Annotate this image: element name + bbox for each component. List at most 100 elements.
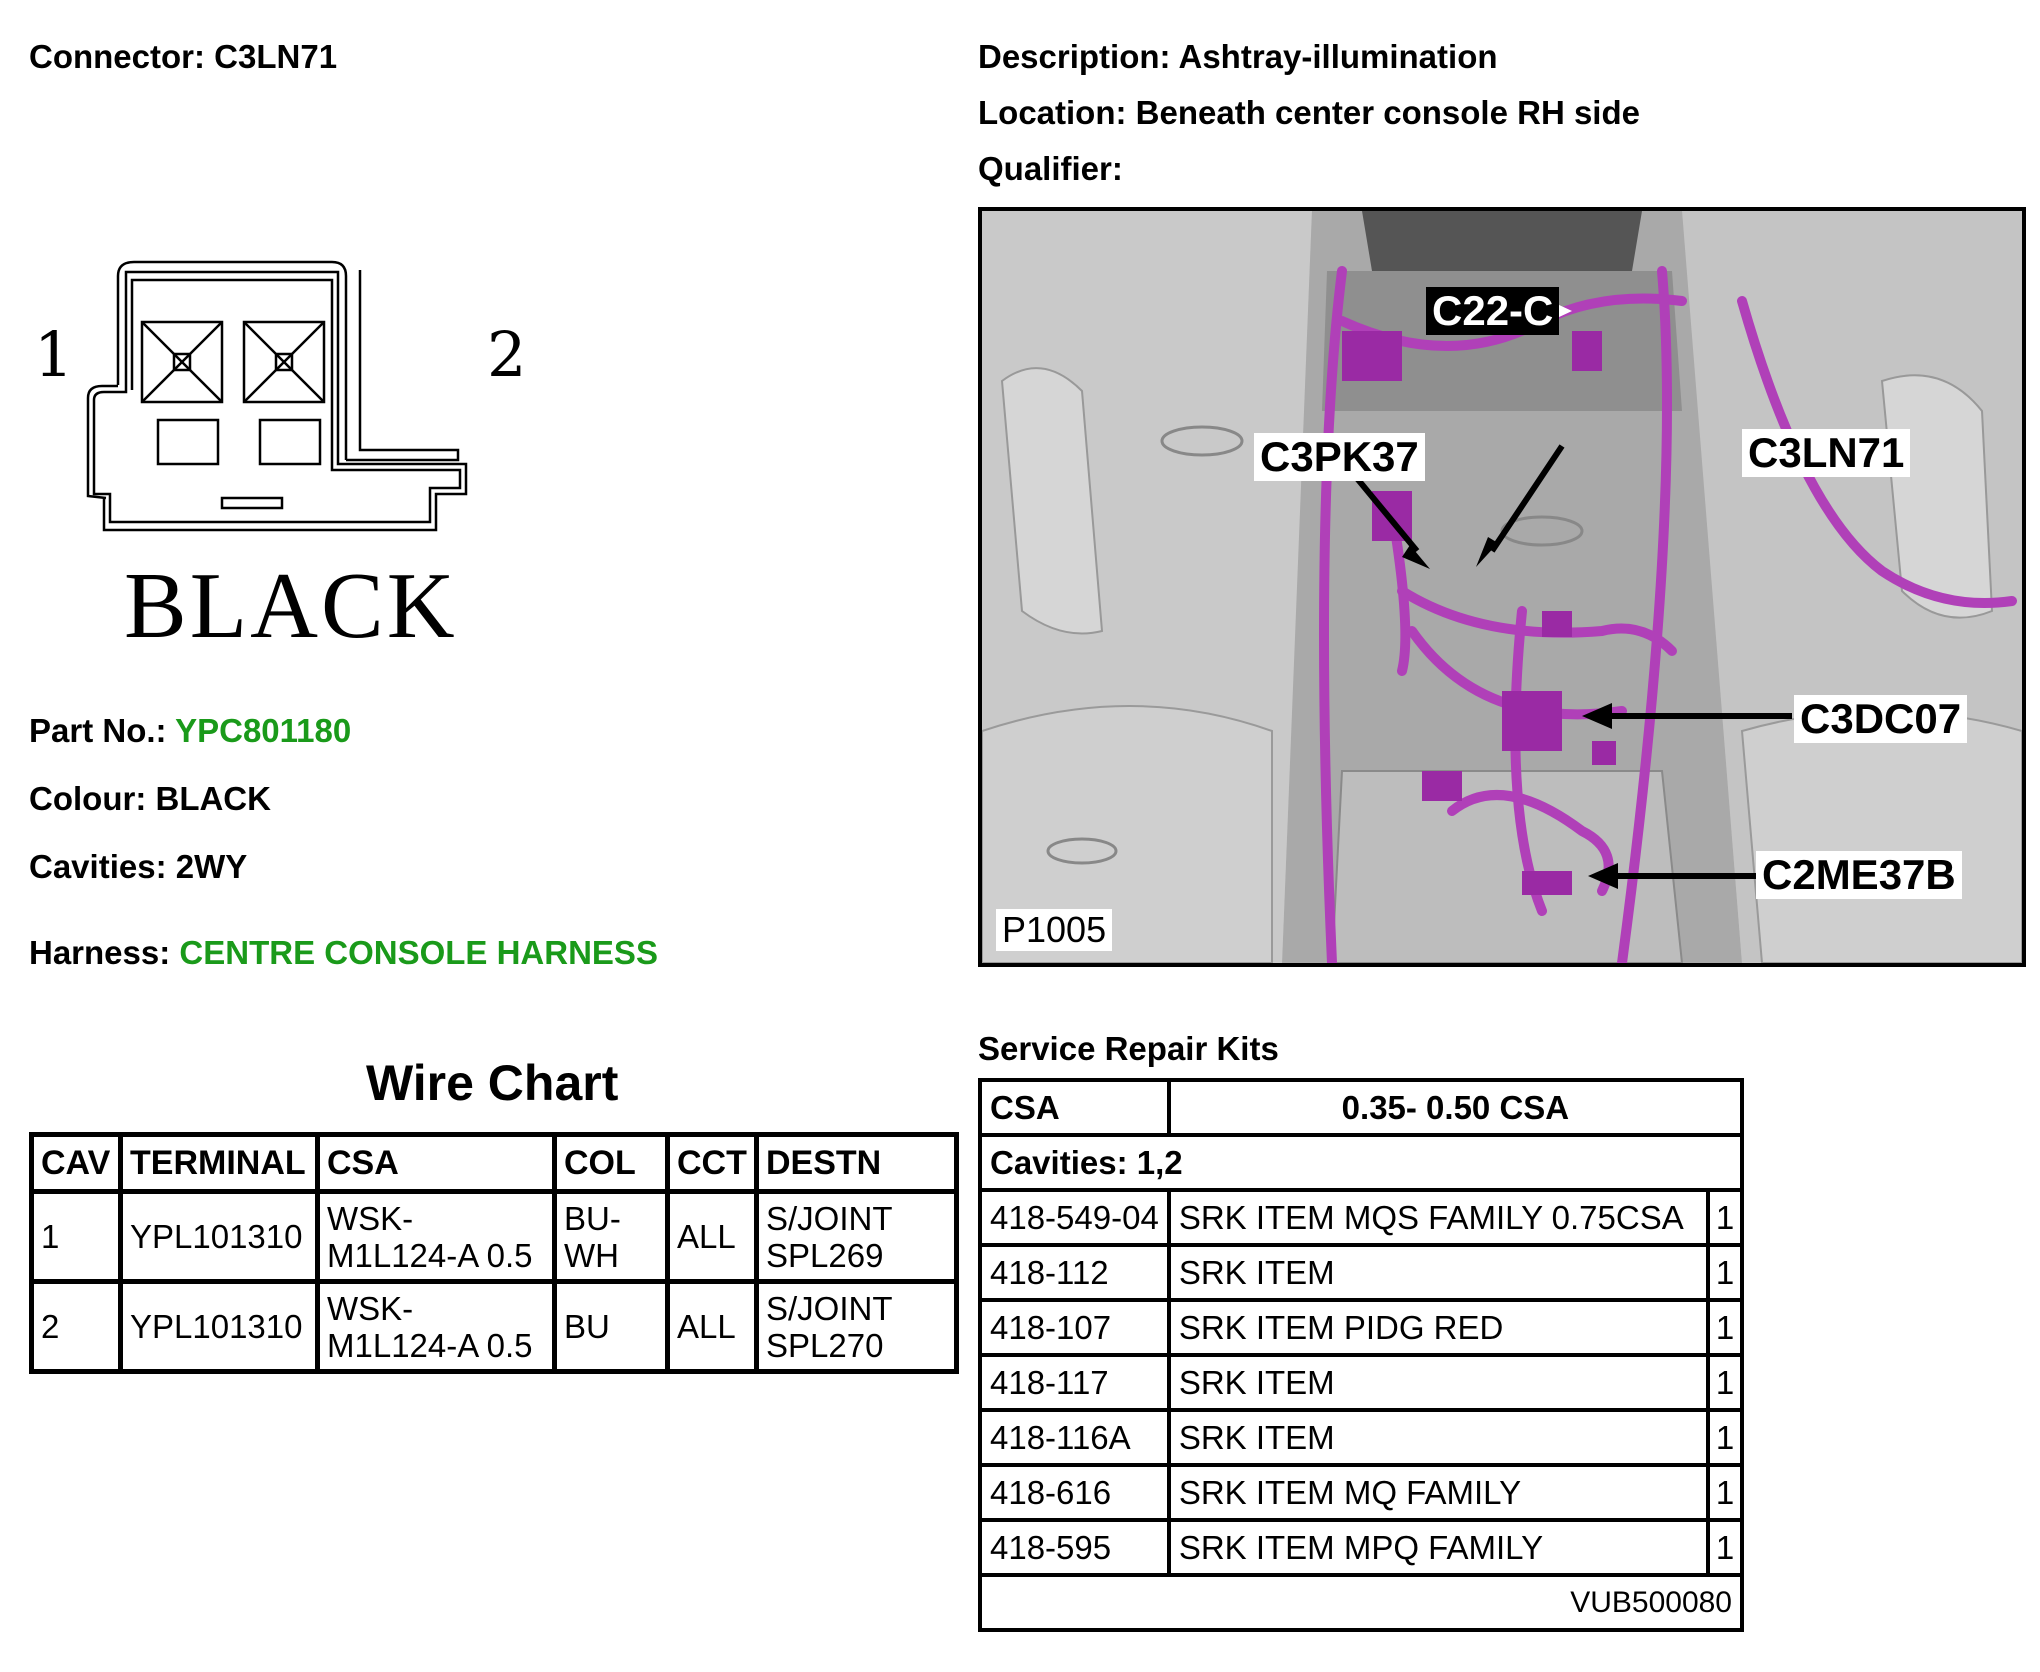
location-photo: C22-C C3PK37 C3LN71 C3DC07 C2ME37B P1005 (978, 207, 2026, 967)
location-line: Location: Beneath center console RH side (978, 94, 1640, 132)
cavities-line: Cavities: 2WY (29, 848, 247, 886)
col-header-csa: CSA (315, 1132, 557, 1194)
srk-qty: 1 (1706, 1298, 1744, 1357)
srk-desc: SRK ITEM MQ FAMILY (1166, 1463, 1711, 1522)
wire-chart-header-row: CAV TERMINAL CSA COL CCT DESTN (29, 1132, 959, 1194)
srk-qty: 1 (1706, 1353, 1744, 1412)
cavities-value: 2WY (175, 848, 248, 885)
connector-face-diagram (86, 260, 468, 532)
cell-col: BU (552, 1279, 670, 1374)
srk-csa-value: 0.35- 0.50 CSA (1166, 1078, 1745, 1137)
srk-code: 418-107 (978, 1298, 1171, 1357)
pin-1-label: 1 (34, 318, 74, 391)
col-header-col: COL (552, 1132, 670, 1194)
col-line-1: BU- (564, 1199, 621, 1237)
photo-ref-label: P1005 (996, 909, 1113, 951)
cell-cav: 1 (29, 1189, 123, 1284)
colour-line: Colour: BLACK (29, 780, 271, 818)
vehicle-floor-illustration (982, 211, 2022, 963)
connector-colour-label: BLACK (124, 554, 458, 658)
location-value: Beneath center console RH side (1135, 94, 1640, 131)
srk-title: Service Repair Kits (978, 1030, 1279, 1067)
table-row[interactable]: 418-107 SRK ITEM PIDG RED 1 (978, 1298, 1744, 1357)
srk-footer-code: VUB500080 (978, 1573, 1744, 1632)
cell-cct: ALL (665, 1189, 759, 1284)
destn-line-1: S/JOINT (766, 1199, 893, 1237)
destn-line-2: SPL269 (766, 1236, 884, 1274)
harness-label: Harness: (29, 934, 171, 971)
srk-desc: SRK ITEM (1166, 1353, 1711, 1412)
table-row[interactable]: 418-116A SRK ITEM 1 (978, 1408, 1744, 1467)
col-line-1: BU (564, 1308, 610, 1345)
part-no-line: Part No.: YPC801180 (29, 712, 351, 750)
cell-csa: WSK-M1L124-A 0.5 (315, 1279, 557, 1374)
srk-csa-label: CSA (978, 1078, 1171, 1137)
srk-code: 418-595 (978, 1518, 1171, 1577)
srk-code: 418-116A (978, 1408, 1171, 1467)
part-no-link[interactable]: YPC801180 (175, 712, 352, 749)
srk-table: CSA 0.35- 0.50 CSA Cavities: 1,2 418-549… (978, 1078, 1745, 1632)
wire-chart-title: Wire Chart (366, 1055, 619, 1111)
wire-chart-table: CAV TERMINAL CSA COL CCT DESTN 1 YPL1013… (29, 1132, 959, 1374)
qualifier-line: Qualifier: (978, 150, 1123, 188)
harness-link[interactable]: CENTRE CONSOLE HARNESS (179, 934, 658, 971)
table-row[interactable]: 418-112 SRK ITEM 1 (978, 1243, 1744, 1302)
table-row[interactable]: 418-616 SRK ITEM MQ FAMILY 1 (978, 1463, 1744, 1522)
table-row[interactable]: 418-549-04 SRK ITEM MQS FAMILY 0.75CSA 1 (978, 1188, 1744, 1247)
qualifier-label: Qualifier: (978, 150, 1123, 187)
harness-line: Harness: CENTRE CONSOLE HARNESS (29, 934, 658, 972)
table-row[interactable]: 418-117 SRK ITEM 1 (978, 1353, 1744, 1412)
srk-code: 418-112 (978, 1243, 1171, 1302)
connector-line: Connector: C3LN71 (29, 38, 337, 76)
srk-qty: 1 (1706, 1188, 1744, 1247)
srk-desc: SRK ITEM PIDG RED (1166, 1298, 1711, 1357)
col-header-cav: CAV (29, 1132, 123, 1194)
srk-cavities: Cavities: 1,2 (978, 1133, 1744, 1192)
table-row[interactable]: 418-595 SRK ITEM MPQ FAMILY 1 (978, 1518, 1744, 1577)
srk-header-row: CSA 0.35- 0.50 CSA (978, 1078, 1745, 1137)
cell-terminal: YPL101310 (118, 1279, 320, 1374)
callout-c3ln71: C3LN71 (1742, 429, 1911, 477)
srk-code: 418-117 (978, 1353, 1171, 1412)
location-label: Location: (978, 94, 1127, 131)
description-value: Ashtray-illumination (1178, 38, 1498, 75)
description-label: Description: (978, 38, 1171, 75)
pin-2-label: 2 (487, 318, 527, 391)
cell-csa: WSK-M1L124-A 0.5 (315, 1189, 557, 1284)
csa-line-2: M1L124-A 0.5 (327, 1236, 533, 1274)
table-row: 2 YPL101310 WSK-M1L124-A 0.5 BU ALL S/JO… (29, 1279, 959, 1374)
srk-desc: SRK ITEM MQS FAMILY 0.75CSA (1166, 1188, 1711, 1247)
srk-qty: 1 (1706, 1463, 1744, 1522)
srk-cavities-row: Cavities: 1,2 (978, 1133, 1744, 1192)
connector-label: Connector: (29, 38, 205, 75)
table-row: 1 YPL101310 WSK-M1L124-A 0.5 BU-WH ALL S… (29, 1189, 959, 1284)
srk-code: 418-549-04 (978, 1188, 1171, 1247)
callout-c3dc07: C3DC07 (1794, 695, 1968, 743)
destn-line-2: SPL270 (766, 1326, 884, 1364)
cell-cct: ALL (665, 1279, 759, 1374)
col-header-terminal: TERMINAL (118, 1132, 320, 1194)
cell-col: BU-WH (552, 1189, 670, 1284)
col-header-destn: DESTN (754, 1132, 959, 1194)
callout-c22-c: C22-C (1426, 287, 1560, 335)
srk-footer-row: VUB500080 (978, 1573, 1744, 1632)
destn-line-1: S/JOINT (766, 1289, 893, 1327)
csa-line-1: WSK- (327, 1289, 414, 1327)
callout-c2me37b: C2ME37B (1756, 851, 1962, 899)
csa-line-2: M1L124-A 0.5 (327, 1326, 533, 1364)
cell-cav: 2 (29, 1279, 123, 1374)
srk-desc: SRK ITEM (1166, 1408, 1711, 1467)
cavities-label: Cavities: (29, 848, 167, 885)
cell-terminal: YPL101310 (118, 1189, 320, 1284)
srk-qty: 1 (1706, 1243, 1744, 1302)
csa-line-1: WSK- (327, 1199, 414, 1237)
srk-desc: SRK ITEM MPQ FAMILY (1166, 1518, 1711, 1577)
srk-qty: 1 (1706, 1408, 1744, 1467)
col-header-cct: CCT (665, 1132, 759, 1194)
colour-value: BLACK (155, 780, 271, 817)
part-no-label: Part No.: (29, 712, 167, 749)
description-line: Description: Ashtray-illumination (978, 38, 1498, 76)
srk-desc: SRK ITEM (1166, 1243, 1711, 1302)
